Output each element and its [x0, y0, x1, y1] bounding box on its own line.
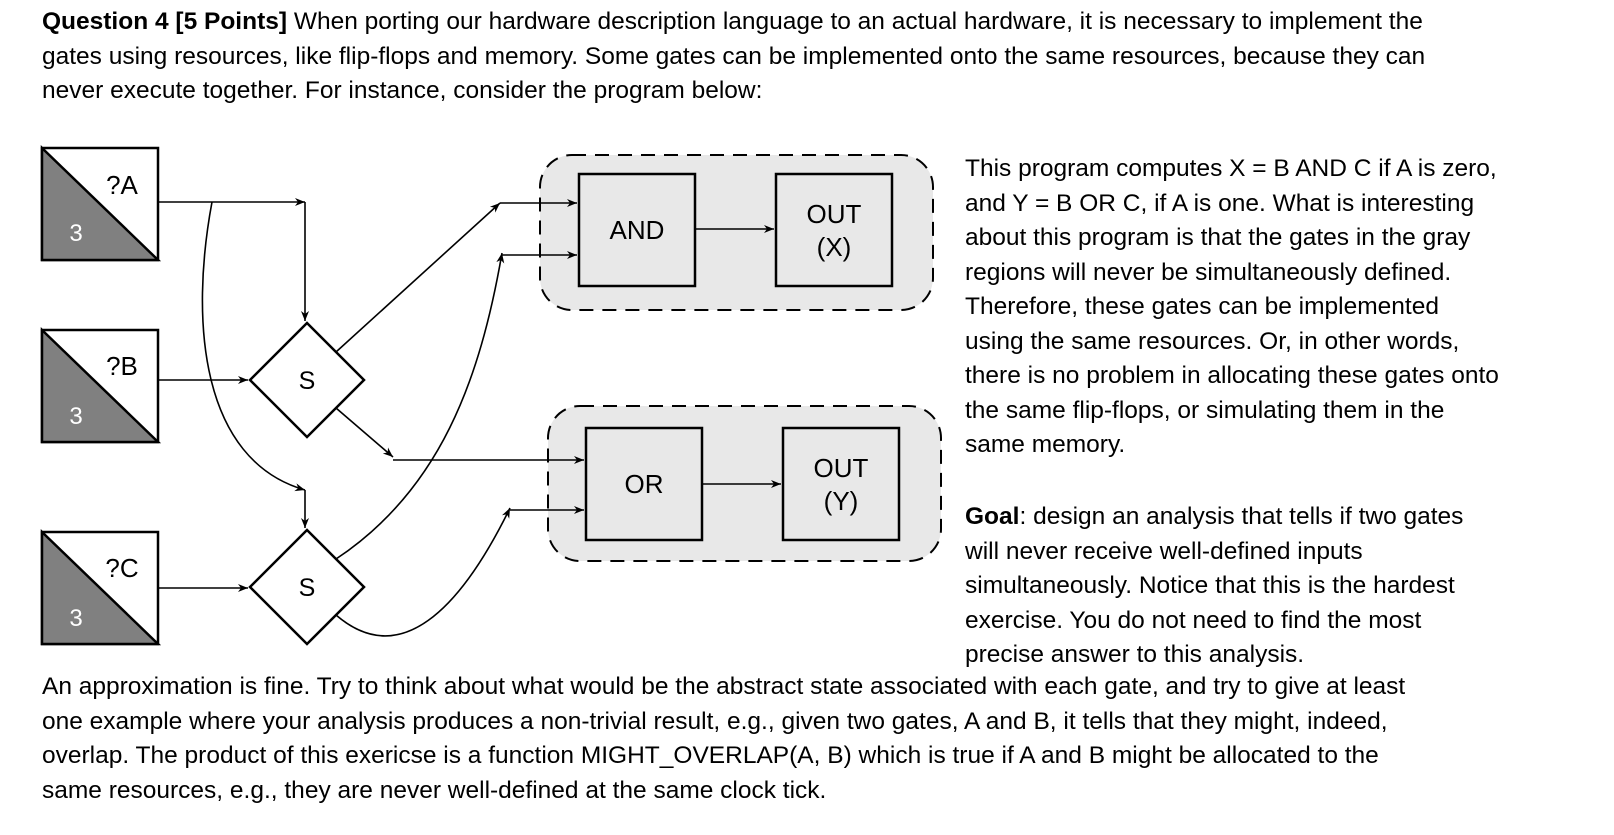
wire-sel-bottom-to-and	[335, 252, 505, 560]
selector-bottom: S	[248, 528, 366, 646]
bottom-line-3: overlap. The product of this exericse is…	[42, 742, 1379, 769]
out-x-line1: OUT	[807, 199, 862, 229]
wire-sel-top-to-and	[335, 202, 501, 353]
out-y-line2: (Y)	[824, 486, 859, 516]
goal-line-5: precise answer to this analysis.	[965, 641, 1305, 668]
goal-line-3: simultaneously. Notice that this is the …	[965, 572, 1455, 599]
and-gate-label: AND	[610, 215, 665, 245]
out-y: OUT (Y)	[781, 426, 901, 542]
wires	[158, 198, 781, 637]
out-y-line1: OUT	[814, 453, 869, 483]
explanation-line-9: same memory.	[965, 431, 1126, 458]
explanation-line-8: the same flip-flops, or simulating them …	[965, 396, 1445, 424]
wire-sel-bottom-to-or	[335, 507, 511, 637]
input-a-width: 3	[69, 220, 82, 247]
question-heading: Question 4 [5 Points]	[42, 8, 288, 35]
explanation-line-6: using the same resources. Or, in other w…	[965, 327, 1460, 355]
input-b-label: ?B	[106, 351, 138, 381]
explanation-line-4: regions will never be simultaneously def…	[965, 258, 1452, 286]
explanation-line-3: about this program is that the gates in …	[965, 224, 1471, 251]
goal-line-4: exercise. You do not need to find the mo…	[965, 606, 1422, 634]
bottom-line-1: An approximation is fine. Try to think a…	[42, 673, 1406, 700]
bottom-line-4: same resources, e.g., they are never wel…	[42, 776, 827, 804]
bottom-line-2: one example where your analysis produces…	[42, 707, 1388, 735]
wire-a-to-sel-bottom	[201, 201, 306, 492]
or-gate: OR	[584, 426, 704, 542]
goal-line-2: will never receive well-defined inputs	[965, 537, 1363, 565]
wire-sel-top-to-or	[335, 407, 394, 458]
intro-line-1: Question 4 [5 Points] When porting our h…	[42, 8, 1423, 35]
input-a-label: ?A	[106, 170, 138, 200]
intro-paragraph: Question 4 [5 Points] When porting our h…	[42, 5, 1582, 109]
explanation-line-5: Therefore, these gates can be implemente…	[965, 293, 1439, 320]
selector-top-label: S	[299, 367, 316, 395]
input-a: ?A 3	[40, 145, 162, 262]
explanation-line-1: This program computes X = B AND C if A i…	[965, 155, 1497, 182]
selector-bottom-label: S	[299, 574, 316, 602]
out-x: OUT (X)	[774, 172, 894, 288]
or-gate-label: OR	[625, 469, 664, 499]
input-c-width: 3	[69, 605, 82, 632]
explanation-line-2: and Y = B OR C, if A is one. What is int…	[965, 189, 1475, 217]
goal-label: Goal	[965, 503, 1020, 530]
goal-line-1: Goal: design an analysis that tells if t…	[965, 503, 1464, 530]
explanation-line-7: there is no problem in allocating these …	[965, 362, 1499, 389]
goal-paragraph: Goal: design an analysis that tells if t…	[965, 500, 1585, 673]
intro-line-3: never execute together. For instance, co…	[42, 77, 763, 104]
input-b: ?B 3	[40, 327, 162, 444]
circuit-diagram: ?A 3 ?B 3 ?C 3 S S AND OUT (X) OR OUT	[40, 145, 942, 646]
intro-line-2: gates using resources, like flip-flops a…	[42, 42, 1426, 70]
input-c-label: ?C	[105, 553, 138, 583]
out-x-line2: (X)	[817, 232, 852, 262]
selector-top: S	[248, 321, 366, 439]
explanation-paragraph: This program computes X = B AND C if A i…	[965, 152, 1605, 463]
input-c: ?C 3	[40, 529, 162, 646]
and-gate: AND	[577, 172, 697, 288]
bottom-paragraph: An approximation is fine. Try to think a…	[42, 670, 1592, 808]
input-b-width: 3	[69, 403, 82, 430]
